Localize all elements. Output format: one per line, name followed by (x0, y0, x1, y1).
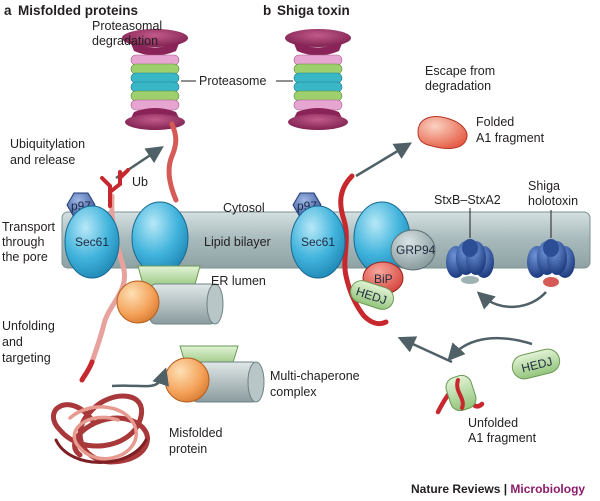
escape-arrow (355, 142, 413, 178)
transport-label-line3: the pore (2, 250, 48, 264)
panel-a-letter: a (4, 3, 12, 18)
a1-chain-translocating (338, 173, 389, 327)
proteasome-label: Proteasome (199, 74, 266, 88)
escape-label-line2: degradation (425, 79, 491, 93)
stxb-stxa2-label: StxB–StxA2 (434, 193, 501, 207)
bip-label: BiP (374, 272, 393, 286)
multi-chaperone-label-line1: Multi-chaperone (270, 369, 360, 383)
ub-label: Ub (132, 175, 148, 189)
misfolded-protein-label-line2: protein (169, 442, 207, 456)
folded-a1-fragment (417, 116, 468, 149)
hedj-arrow (447, 336, 533, 362)
hedj-bound (350, 280, 394, 310)
ubiquitylation-label-line2: and release (10, 153, 75, 167)
panel-b-letter: b (263, 3, 271, 18)
unfolded-a1-label-line1: Unfolded (468, 416, 518, 430)
transport-label-line2: through (2, 235, 44, 249)
credit-line: Nature Reviews | Microbiology (411, 482, 585, 496)
unfolded-a1-fragment (435, 374, 485, 415)
sec61-label-a: Sec61 (75, 235, 109, 249)
unfolding-label-line1: Unfolding (2, 319, 55, 333)
ubiquitin-chain (100, 168, 130, 208)
unfolded-to-pore-arrow (397, 336, 453, 364)
sec61-channel-a-left (64, 205, 120, 279)
shiga-holotoxin-label-line2: holotoxin (528, 194, 578, 208)
unfolding-label-line2: and (2, 335, 23, 349)
sec61-label-b: Sec61 (301, 235, 335, 249)
unfolded-a1-label-line2: A1 fragment (468, 431, 537, 445)
free-multi-chaperone-complex (164, 345, 265, 403)
credit-separator: | (500, 482, 510, 496)
lumen-chaperone-complex (116, 265, 224, 325)
credit-journal: Nature Reviews (411, 482, 501, 496)
proteasome-b (285, 29, 351, 130)
holotoxin-arrow (476, 291, 547, 310)
sec61-channel-a-right (131, 201, 189, 275)
lipid-bilayer-label: Lipid bilayer (204, 235, 271, 249)
er-lumen-label: ER lumen (211, 274, 266, 288)
proteasomal-degradation-label-line2: degradation (92, 34, 158, 48)
cytosol-label: Cytosol (223, 201, 265, 215)
grp94 (390, 229, 436, 271)
targeting-arrow (111, 367, 169, 388)
panel-a-title: Misfolded proteins (18, 3, 138, 18)
transport-label-line1: Transport (2, 220, 56, 234)
shiga-holotoxin (527, 239, 575, 287)
proteasome-a (122, 29, 188, 130)
escape-label-line1: Escape from (425, 64, 495, 78)
hedj-free (511, 348, 561, 380)
released-protein-thread (166, 121, 179, 203)
folded-a1-label-line1: Folded (476, 115, 514, 129)
proteasomal-degradation-label-line1: Proteasomal (92, 19, 162, 33)
ubiquitylation-label-line1: Ubiquitylation (10, 137, 85, 151)
folded-a1-label-line2: A1 fragment (476, 131, 545, 145)
sec61-channel-b-left (290, 205, 346, 279)
multi-chaperone-label-line2: complex (270, 385, 317, 399)
shiga-holotoxin-label-line1: Shiga (528, 179, 560, 193)
misfolded-protein (51, 393, 150, 465)
credit-section: Microbiology (510, 482, 585, 496)
unfolding-label-line3: targeting (2, 351, 51, 365)
panel-b-title: Shiga toxin (277, 3, 350, 18)
stxb-stxa2-toxin (446, 239, 494, 284)
grp94-label: GRP94 (396, 243, 436, 257)
misfolded-protein-label-line1: Misfolded (169, 426, 223, 440)
